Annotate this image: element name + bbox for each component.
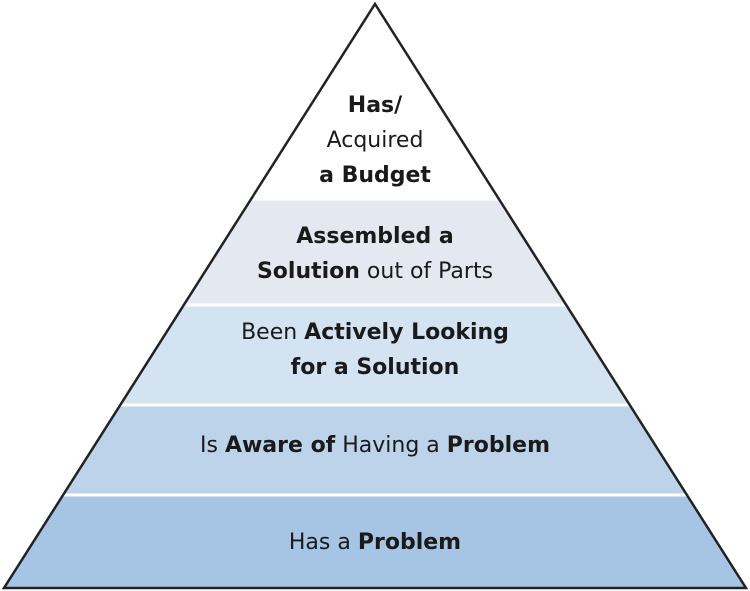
tier-2-line: Assembled a bbox=[0, 219, 750, 254]
tier-top-line: Has/ bbox=[0, 88, 750, 123]
tier-top-line: Acquired bbox=[0, 123, 750, 158]
tier-4-line: Is Aware of Having a Problem bbox=[0, 428, 750, 463]
tier-base-label: Has a Problem bbox=[0, 525, 750, 560]
tier-text: Is bbox=[199, 433, 225, 458]
tier-top-line: a Budget bbox=[0, 158, 750, 193]
tier-text-bold: Actively Looking bbox=[304, 320, 509, 345]
tier-3-line: for a Solution bbox=[0, 350, 750, 385]
tier-base-line: Has a Problem bbox=[0, 525, 750, 560]
tier-text-bold: a Budget bbox=[319, 163, 431, 188]
tier-text: Been bbox=[241, 320, 305, 345]
tier-text-bold: Problem bbox=[446, 433, 551, 458]
tier-text-bold: Assembled a bbox=[296, 224, 454, 249]
tier-3-line: Been Actively Looking bbox=[0, 315, 750, 350]
tier-text-bold: Solution bbox=[256, 259, 360, 284]
tier-base-fill bbox=[4, 495, 746, 588]
tier-text: Has a bbox=[288, 530, 358, 555]
tier-4-fill bbox=[4, 405, 746, 495]
tier-3-label: Been Actively Looking for a Solution bbox=[0, 315, 750, 385]
tier-2-label: Assembled a Solution out of Parts bbox=[0, 219, 750, 289]
tier-text-bold: Aware of bbox=[224, 433, 336, 458]
tier-text-bold: Has/ bbox=[347, 93, 403, 118]
tier-2-line: Solution out of Parts bbox=[0, 254, 750, 289]
tier-text-bold: Problem bbox=[357, 530, 462, 555]
tier-text: out of Parts bbox=[359, 259, 494, 284]
tier-text: Having a bbox=[335, 433, 447, 458]
tier-top-label: Has/ Acquired a Budget bbox=[0, 88, 750, 193]
tier-text: Acquired bbox=[326, 128, 424, 153]
tier-text-bold: for a Solution bbox=[290, 355, 460, 380]
tier-4-label: Is Aware of Having a Problem bbox=[0, 428, 750, 463]
